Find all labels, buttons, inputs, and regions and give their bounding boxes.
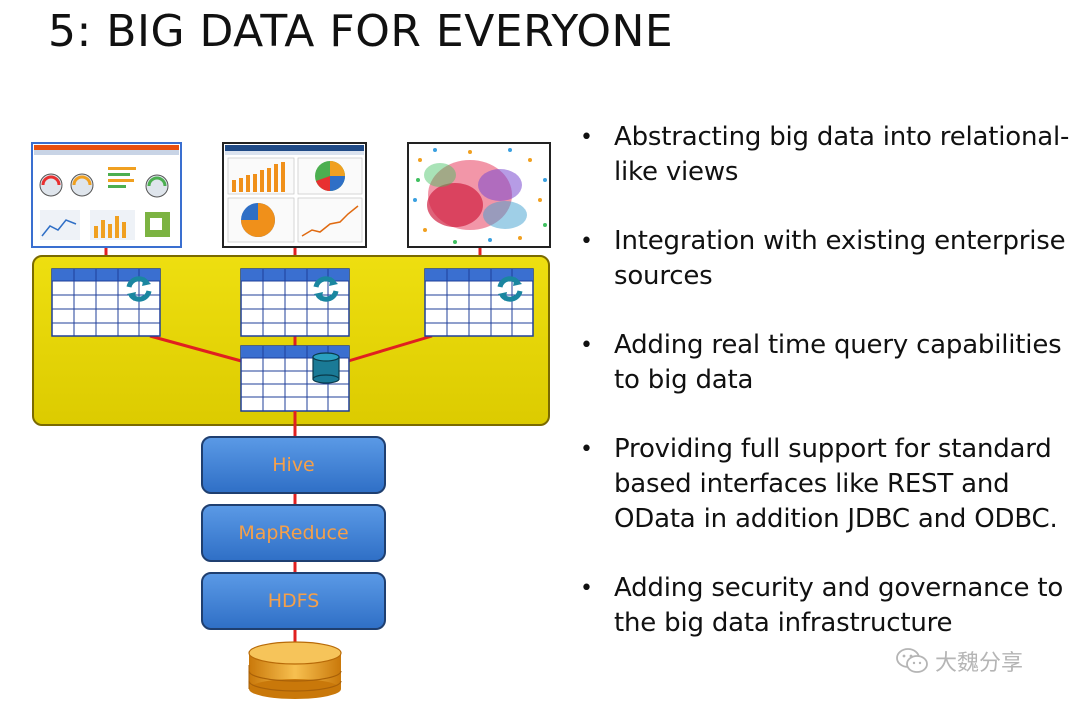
database-icon — [312, 352, 340, 384]
bullet-item: • Adding security and governance to the b… — [580, 571, 1070, 641]
bullet-item: • Providing full support for standard bas… — [580, 432, 1070, 537]
layer-mapreduce-label: MapReduce — [238, 522, 348, 544]
charts-thumbnail — [222, 142, 367, 248]
watermark: 大魏分享 — [895, 645, 1023, 677]
bullet-dot: • — [580, 333, 593, 358]
feature-bullet-list: • Abstracting big data into relational-li… — [580, 120, 1070, 675]
bullet-item: • Abstracting big data into relational-li… — [580, 120, 1070, 190]
relational-views-panel — [32, 255, 550, 426]
bullet-text: Adding real time query capabilities to b… — [614, 330, 1062, 395]
storage-disk-icon — [248, 641, 342, 699]
layer-mapreduce: MapReduce — [201, 504, 386, 562]
network-graph-thumbnail — [407, 142, 551, 248]
layer-hive-label: Hive — [272, 454, 315, 476]
architecture-diagram: Hive MapReduce HDFS — [31, 142, 551, 699]
bullet-text: Abstracting big data into relational-lik… — [614, 122, 1070, 187]
bullet-dot: • — [580, 437, 593, 462]
watermark-text: 大魏分享 — [935, 651, 1024, 676]
refresh-icon — [126, 276, 152, 302]
view-connectors — [149, 334, 433, 364]
bullet-item: • Adding real time query capabilities to … — [580, 328, 1070, 398]
dashboard-thumbnail — [31, 142, 182, 248]
bullet-text: Providing full support for standard base… — [614, 434, 1058, 534]
bullet-item: • Integration with existing enterprise so… — [580, 224, 1070, 294]
bullet-text: Integration with existing enterprise sou… — [614, 226, 1066, 291]
refresh-icon — [313, 276, 339, 302]
layer-hdfs: HDFS — [201, 572, 386, 630]
bullet-text: Adding security and governance to the bi… — [614, 573, 1064, 638]
layer-hdfs-label: HDFS — [268, 590, 320, 612]
bullet-dot: • — [580, 576, 593, 601]
wechat-icon — [896, 648, 928, 673]
page-title: 5: BIG DATA FOR EVERYONE — [48, 6, 674, 57]
layer-hive: Hive — [201, 436, 386, 494]
bullet-dot: • — [580, 229, 593, 254]
refresh-icon — [497, 276, 523, 302]
bullet-dot: • — [580, 125, 593, 150]
